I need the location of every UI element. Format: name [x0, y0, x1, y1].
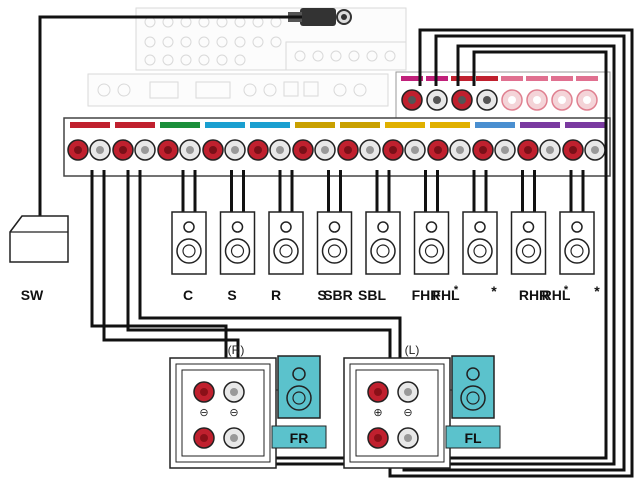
surround-speaker — [268, 211, 304, 275]
bi-amp-left-terminals — [367, 381, 419, 449]
bi-amp-left-channel-label: (L) — [405, 343, 420, 357]
speaker-terminal-pair — [337, 139, 381, 161]
channel-color-label — [115, 122, 155, 128]
speaker-terminal-pair — [247, 139, 291, 161]
receiver-upper-panel — [87, 7, 407, 107]
bi-amp-right-minus-symbol: ⊖ — [229, 407, 238, 419]
bi-amp-left-plus-symbol: ⊕ — [373, 407, 382, 419]
surround-speaker — [219, 211, 256, 275]
channel-color-label — [295, 122, 335, 128]
speaker-label: * — [594, 283, 600, 299]
preout-jack — [576, 89, 598, 111]
speaker-label: SBL — [358, 287, 386, 303]
speaker-terminal-pair — [472, 139, 516, 161]
preout-color-label — [551, 76, 573, 81]
preout-color-label — [501, 76, 523, 81]
speaker-terminal-bar — [63, 117, 611, 177]
surround-speaker — [559, 211, 595, 275]
speaker-label: S — [317, 287, 326, 303]
bi-amp-right-terminals — [193, 381, 245, 449]
speaker-terminal-pair — [292, 139, 336, 161]
front-right-speaker-label: FR — [290, 430, 309, 446]
channel-color-label — [475, 122, 515, 128]
bi-amp-left-group: (L) ⊕ ⊖ FL — [343, 343, 501, 469]
speaker-label-note: * — [454, 284, 459, 296]
bi-amp-right-plus-symbol: ⊖ — [199, 407, 208, 419]
bi-amp-right-channel-label: (R) — [228, 343, 245, 357]
preout-jack — [476, 89, 498, 111]
speaker-terminal-pair — [67, 139, 111, 161]
preout-jack — [451, 89, 473, 111]
channel-color-label — [250, 122, 290, 128]
channel-color-label — [160, 122, 200, 128]
surround-speaker — [316, 211, 353, 275]
speaker-label: SBR — [323, 287, 353, 303]
preout-jack — [501, 89, 523, 111]
speaker-label: R — [271, 287, 281, 303]
preout-jack — [526, 89, 548, 111]
channel-color-label — [385, 122, 425, 128]
speaker-label: S — [227, 287, 236, 303]
speaker-terminal-pair — [112, 139, 156, 161]
channel-color-label — [70, 122, 110, 128]
preout-color-label — [401, 76, 423, 81]
preout-jack — [401, 89, 423, 111]
surround-speaker — [510, 211, 547, 275]
speaker-cables — [38, 15, 634, 478]
preout-jack — [551, 89, 573, 111]
surround-speaker — [365, 211, 401, 275]
speaker-terminal-pair — [517, 139, 561, 161]
channel-color-label — [565, 122, 605, 128]
speaker-terminal-pair — [202, 139, 246, 161]
speaker-label: * — [491, 283, 497, 299]
surround-speaker — [462, 211, 498, 275]
speaker-terminal-pair — [157, 139, 201, 161]
speaker-label: FHL — [432, 287, 460, 303]
preout-panel — [395, 71, 611, 121]
speaker-terminal-pair — [382, 139, 426, 161]
preout-color-label — [576, 76, 598, 81]
channel-color-label — [205, 122, 245, 128]
speaker-terminal-pair — [427, 139, 471, 161]
speaker-label-note: * — [564, 284, 569, 296]
channel-color-label — [430, 122, 470, 128]
channel-color-label — [520, 122, 560, 128]
surround-speaker — [171, 211, 207, 275]
surround-speaker — [413, 211, 450, 275]
speaker-label: RHR — [519, 287, 549, 303]
preout-color-label — [526, 76, 548, 81]
preout-jack — [426, 89, 448, 111]
subwoofer: SW — [9, 215, 69, 303]
front-left-speaker-label: FL — [464, 430, 482, 446]
speaker-label: FHR — [412, 287, 441, 303]
subwoofer-label: SW — [21, 287, 44, 303]
bi-amp-right-group: (R) ⊖ ⊖ FR — [169, 343, 327, 469]
channel-color-label — [340, 122, 380, 128]
preout-color-label — [451, 76, 473, 81]
bi-amp-left-minus-symbol: ⊖ — [403, 407, 412, 419]
preout-color-label — [476, 76, 498, 81]
speaker-label: RHL — [542, 287, 571, 303]
speaker-label: C — [183, 287, 193, 303]
